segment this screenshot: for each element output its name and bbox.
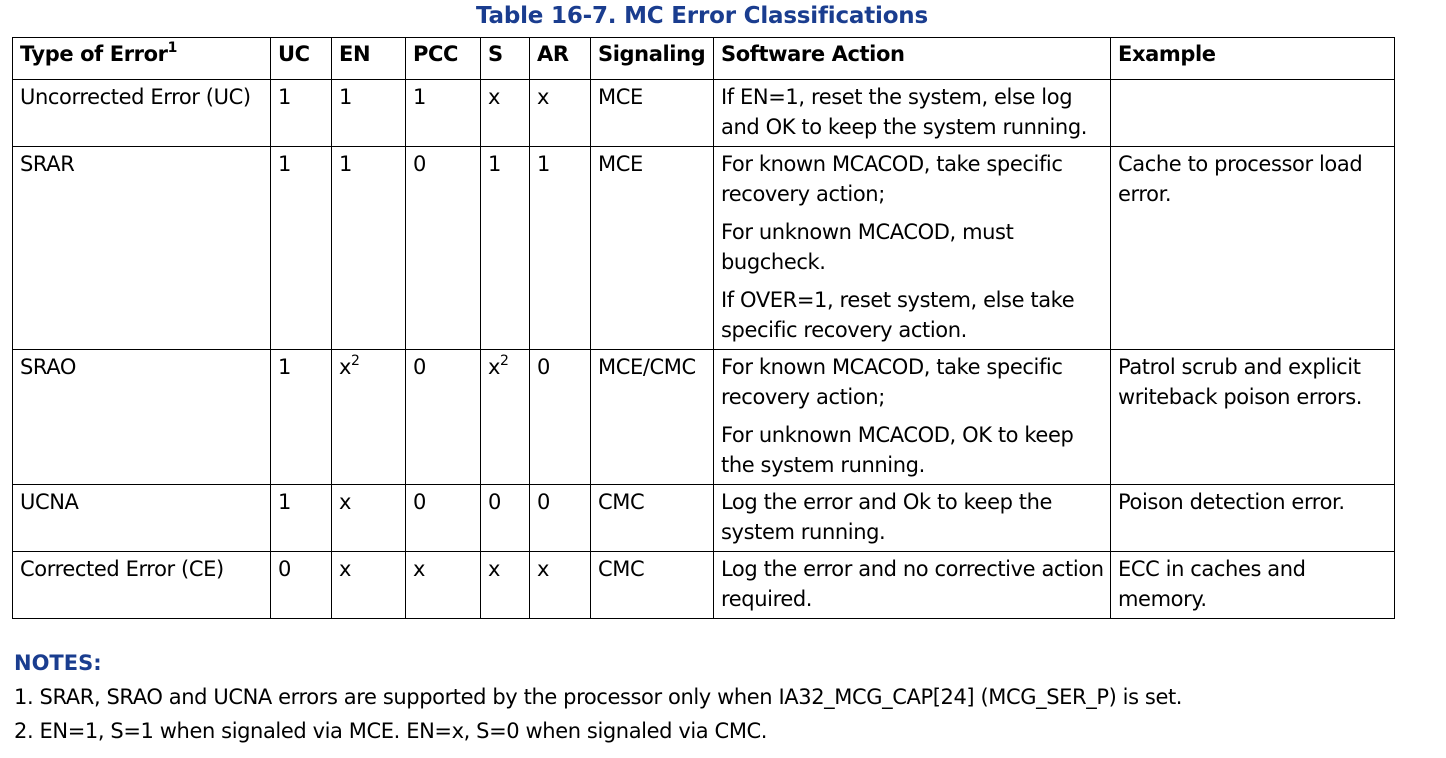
header-example: Example	[1110, 37, 1395, 80]
footnote-marker: 2	[500, 353, 509, 369]
action-paragraph: For unknown MCACOD, OK to keep the syste…	[721, 423, 1074, 477]
cell-pcc: 0	[405, 484, 481, 552]
table-row: UCNA 1 x 0 0 0 CMC Log the error and Ok …	[12, 484, 1395, 552]
table-row: SRAO 1 x2 0 x2 0 MCE/CMC For known MCACO…	[12, 349, 1395, 485]
cell-type: Uncorrected Error (UC)	[12, 79, 271, 147]
cell-signaling: MCE	[590, 146, 714, 350]
cell-s: 1	[480, 146, 530, 350]
cell-example: Cache to processor load error.	[1110, 146, 1395, 350]
header-s: S	[480, 37, 530, 80]
header-row: Type of Error1 UC EN PCC S AR Signaling …	[12, 37, 1395, 80]
header-uc: UC	[270, 37, 332, 80]
cell-example: ECC in caches and memory.	[1110, 551, 1395, 619]
cell-uc: 1	[270, 349, 332, 485]
table-row: Uncorrected Error (UC) 1 1 1 x x MCE If …	[12, 79, 1395, 147]
footnote-marker: 1	[167, 40, 178, 56]
cell-software-action: If EN=1, reset the system, else log and …	[713, 79, 1111, 147]
cell-signaling: CMC	[590, 551, 714, 619]
action-paragraph: For known MCACOD, take specific recovery…	[721, 152, 1063, 206]
cell-pcc: 0	[405, 349, 481, 485]
cell-software-action: For known MCACOD, take specific recovery…	[713, 146, 1111, 350]
cell-pcc: 1	[405, 79, 481, 147]
notes-heading: NOTES:	[14, 651, 102, 675]
cell-s: x	[480, 551, 530, 619]
cell-ar: x	[529, 551, 591, 619]
note-item: 1. SRAR, SRAO and UCNA errors are suppor…	[14, 685, 1183, 709]
cell-type: UCNA	[12, 484, 271, 552]
cell-s: 0	[480, 484, 530, 552]
header-pcc: PCC	[405, 37, 481, 80]
cell-pcc: 0	[405, 146, 481, 350]
action-paragraph: If EN=1, reset the system, else log and …	[721, 85, 1088, 139]
action-paragraph: Log the error and no corrective action r…	[721, 557, 1104, 611]
header-en: EN	[331, 37, 406, 80]
table-row: Corrected Error (CE) 0 x x x x CMC Log t…	[12, 551, 1395, 619]
header-type-of-error: Type of Error1	[12, 37, 271, 80]
header-signaling: Signaling	[590, 37, 714, 80]
cell-type: SRAR	[12, 146, 271, 350]
action-paragraph: Log the error and Ok to keep the system …	[721, 490, 1053, 544]
cell-signaling: MCE	[590, 79, 714, 147]
cell-s: x	[480, 79, 530, 147]
note-item: 2. EN=1, S=1 when signaled via MCE. EN=x…	[14, 719, 768, 743]
cell-uc: 1	[270, 79, 332, 147]
cell-en: x	[331, 551, 406, 619]
cell-en: x2	[331, 349, 406, 485]
table-title: Table 16-7. MC Error Classifications	[476, 3, 928, 29]
table-row: SRAR 1 1 0 1 1 MCE For known MCACOD, tak…	[12, 146, 1395, 350]
cell-software-action: Log the error and Ok to keep the system …	[713, 484, 1111, 552]
cell-signaling: CMC	[590, 484, 714, 552]
cell-uc: 0	[270, 551, 332, 619]
action-paragraph: For known MCACOD, take specific recovery…	[721, 355, 1063, 409]
cell-en: 1	[331, 79, 406, 147]
cell-example: Patrol scrub and explicit writeback pois…	[1110, 349, 1395, 485]
cell-type: SRAO	[12, 349, 271, 485]
cell-software-action: Log the error and no corrective action r…	[713, 551, 1111, 619]
cell-example	[1110, 79, 1395, 147]
cell-s: x2	[480, 349, 530, 485]
cell-example: Poison detection error.	[1110, 484, 1395, 552]
header-ar: AR	[529, 37, 591, 80]
cell-ar: 0	[529, 349, 591, 485]
mc-error-classifications-table: Type of Error1 UC EN PCC S AR Signaling …	[12, 37, 1395, 619]
action-paragraph: If OVER=1, reset system, else take speci…	[721, 288, 1075, 342]
cell-pcc: x	[405, 551, 481, 619]
cell-type: Corrected Error (CE)	[12, 551, 271, 619]
cell-ar: x	[529, 79, 591, 147]
cell-ar: 1	[529, 146, 591, 350]
cell-uc: 1	[270, 484, 332, 552]
cell-uc: 1	[270, 146, 332, 350]
cell-ar: 0	[529, 484, 591, 552]
footnote-marker: 2	[351, 353, 360, 369]
action-paragraph: For unknown MCACOD, must bugcheck.	[721, 220, 1014, 274]
header-software-action: Software Action	[713, 37, 1111, 80]
cell-software-action: For known MCACOD, take specific recovery…	[713, 349, 1111, 485]
cell-en: 1	[331, 146, 406, 350]
cell-signaling: MCE/CMC	[590, 349, 714, 485]
cell-en: x	[331, 484, 406, 552]
